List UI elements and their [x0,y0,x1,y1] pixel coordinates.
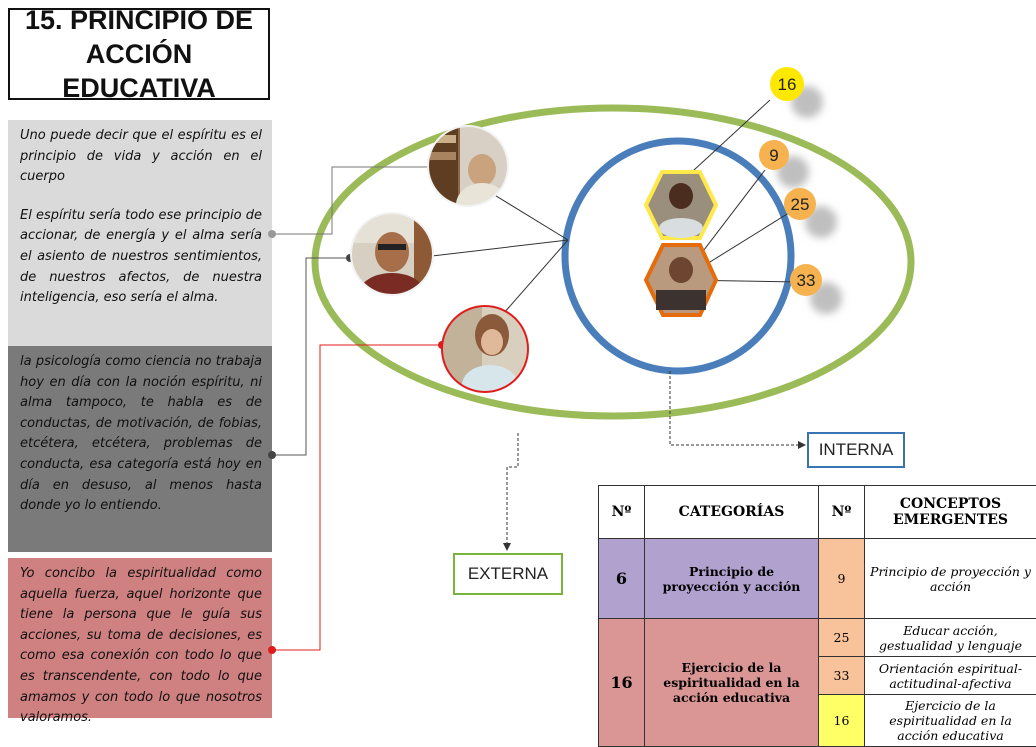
concept-name: Orientación espiritual-actitudinal-afect… [865,657,1036,695]
bubble-33: 33 [790,264,842,314]
externa-label: EXTERNA [453,553,563,595]
photo-participant-2 [351,213,433,317]
header-num-2: Nº [819,486,865,539]
categories-table: Nº CATEGORÍAS Nº CONCEPTOS EMERGENTES 6 … [598,485,1036,747]
concept-name: Principio de proyección y acción [865,539,1036,619]
table-row: 6 Principio de proyección y acción 9 Pri… [599,539,1036,619]
bubble-16: 16 [770,67,823,118]
concept-code: 16 [819,695,865,747]
hexagon-participant-top [646,172,716,238]
concept-name: Ejercicio de la espiritualidad en la acc… [865,695,1036,747]
quote2-connector [272,258,350,455]
interna-label: INTERNA [807,432,905,468]
category-number: 6 [599,539,645,619]
header-concepts: CONCEPTOS EMERGENTES [865,486,1036,539]
table-header-row: Nº CATEGORÍAS Nº CONCEPTOS EMERGENTES [599,486,1036,539]
header-num: Nº [599,486,645,539]
concept-code: 25 [819,619,865,657]
category-name: Principio de proyección y acción [645,539,819,619]
externa-arrow [507,433,518,545]
quote3-connector [272,345,442,650]
photo-participant-1 [428,126,510,227]
bubble-label: 33 [797,271,816,290]
category-name: Ejercicio de la espiritualidad en la acc… [645,619,819,747]
header-categories: CATEGORÍAS [645,486,819,539]
concept-name: Educar acción, gestualidad y lenguaje [865,619,1036,657]
concept-code: 33 [819,657,865,695]
concept-code: 9 [819,539,865,619]
bubble-label: 16 [778,75,797,94]
bubble-label: 25 [791,195,810,214]
bubble-label: 9 [769,146,778,165]
hexagon-participant-bottom [646,245,716,315]
bubble-25: 25 [784,188,837,238]
table-row: 16 Ejercicio de la espiritualidad en la … [599,619,1036,657]
category-number: 16 [599,619,645,747]
